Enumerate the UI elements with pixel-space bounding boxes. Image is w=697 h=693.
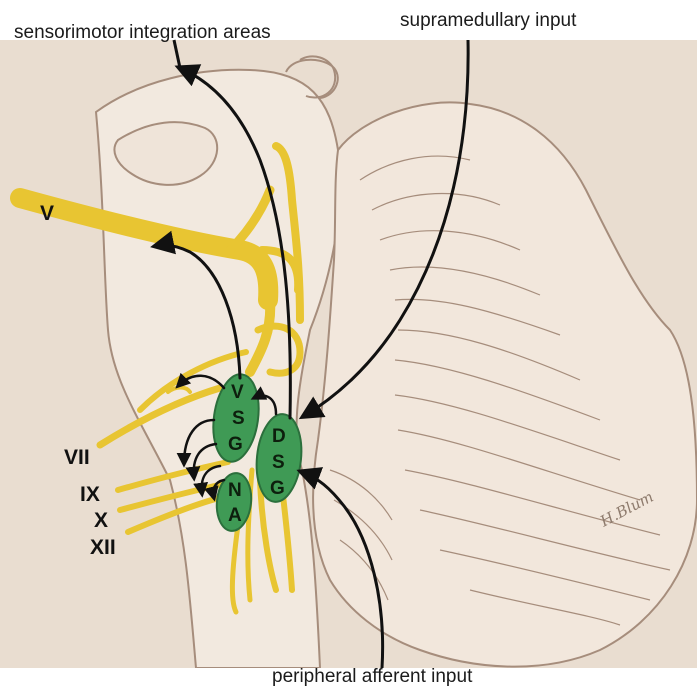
label-sensorimotor-integration-areas: sensorimotor integration areas <box>14 22 271 44</box>
nerve-label-vii: VII <box>64 446 90 470</box>
nerve-label-x: X <box>94 509 108 533</box>
nerve-label-xii: XII <box>90 536 116 560</box>
dsg-letter-1: D <box>272 426 286 447</box>
na-letter-1: N <box>228 480 242 501</box>
nerve-label-v: V <box>40 202 54 226</box>
vsg-letter-3: G <box>228 434 243 455</box>
label-peripheral-afferent-input: peripheral afferent input <box>272 666 472 688</box>
dsg-letter-3: G <box>270 478 285 499</box>
vsg-letter-1: V <box>231 382 244 403</box>
dsg-letter-2: S <box>272 452 285 473</box>
vsg-letter-2: S <box>232 408 245 429</box>
na-letter-2: A <box>228 505 242 526</box>
nerve-label-ix: IX <box>80 483 100 507</box>
label-supramedullary-input: supramedullary input <box>400 10 576 32</box>
